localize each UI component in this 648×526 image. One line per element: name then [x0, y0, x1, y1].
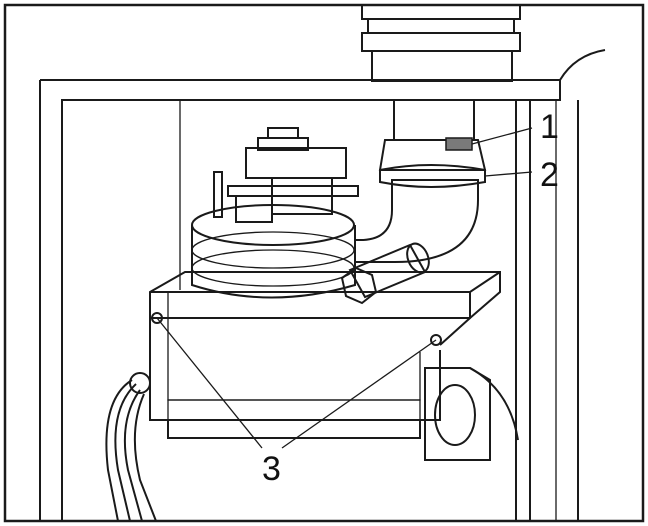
- combustion-chamber: [149, 271, 501, 439]
- screw-3-left: [151, 312, 163, 324]
- callout-label-1: 1: [540, 108, 559, 146]
- burner-drum: [191, 204, 356, 299]
- diagram-border: [3, 3, 645, 523]
- boiler-casing: [39, 49, 606, 521]
- screw-3-right: [430, 334, 442, 346]
- ignition-cables: [105, 372, 157, 522]
- burner-bar-strip: [167, 419, 421, 439]
- side-bracket: [424, 367, 519, 461]
- gas-valve-assembly: [213, 127, 359, 223]
- leader-lines: [156, 127, 533, 449]
- fan-elbow: [354, 137, 487, 263]
- callout-label-3: 3: [262, 450, 281, 488]
- callout-label-2: 2: [540, 156, 559, 194]
- seal-part-1: [445, 137, 473, 151]
- flue-pipe: [361, 4, 521, 141]
